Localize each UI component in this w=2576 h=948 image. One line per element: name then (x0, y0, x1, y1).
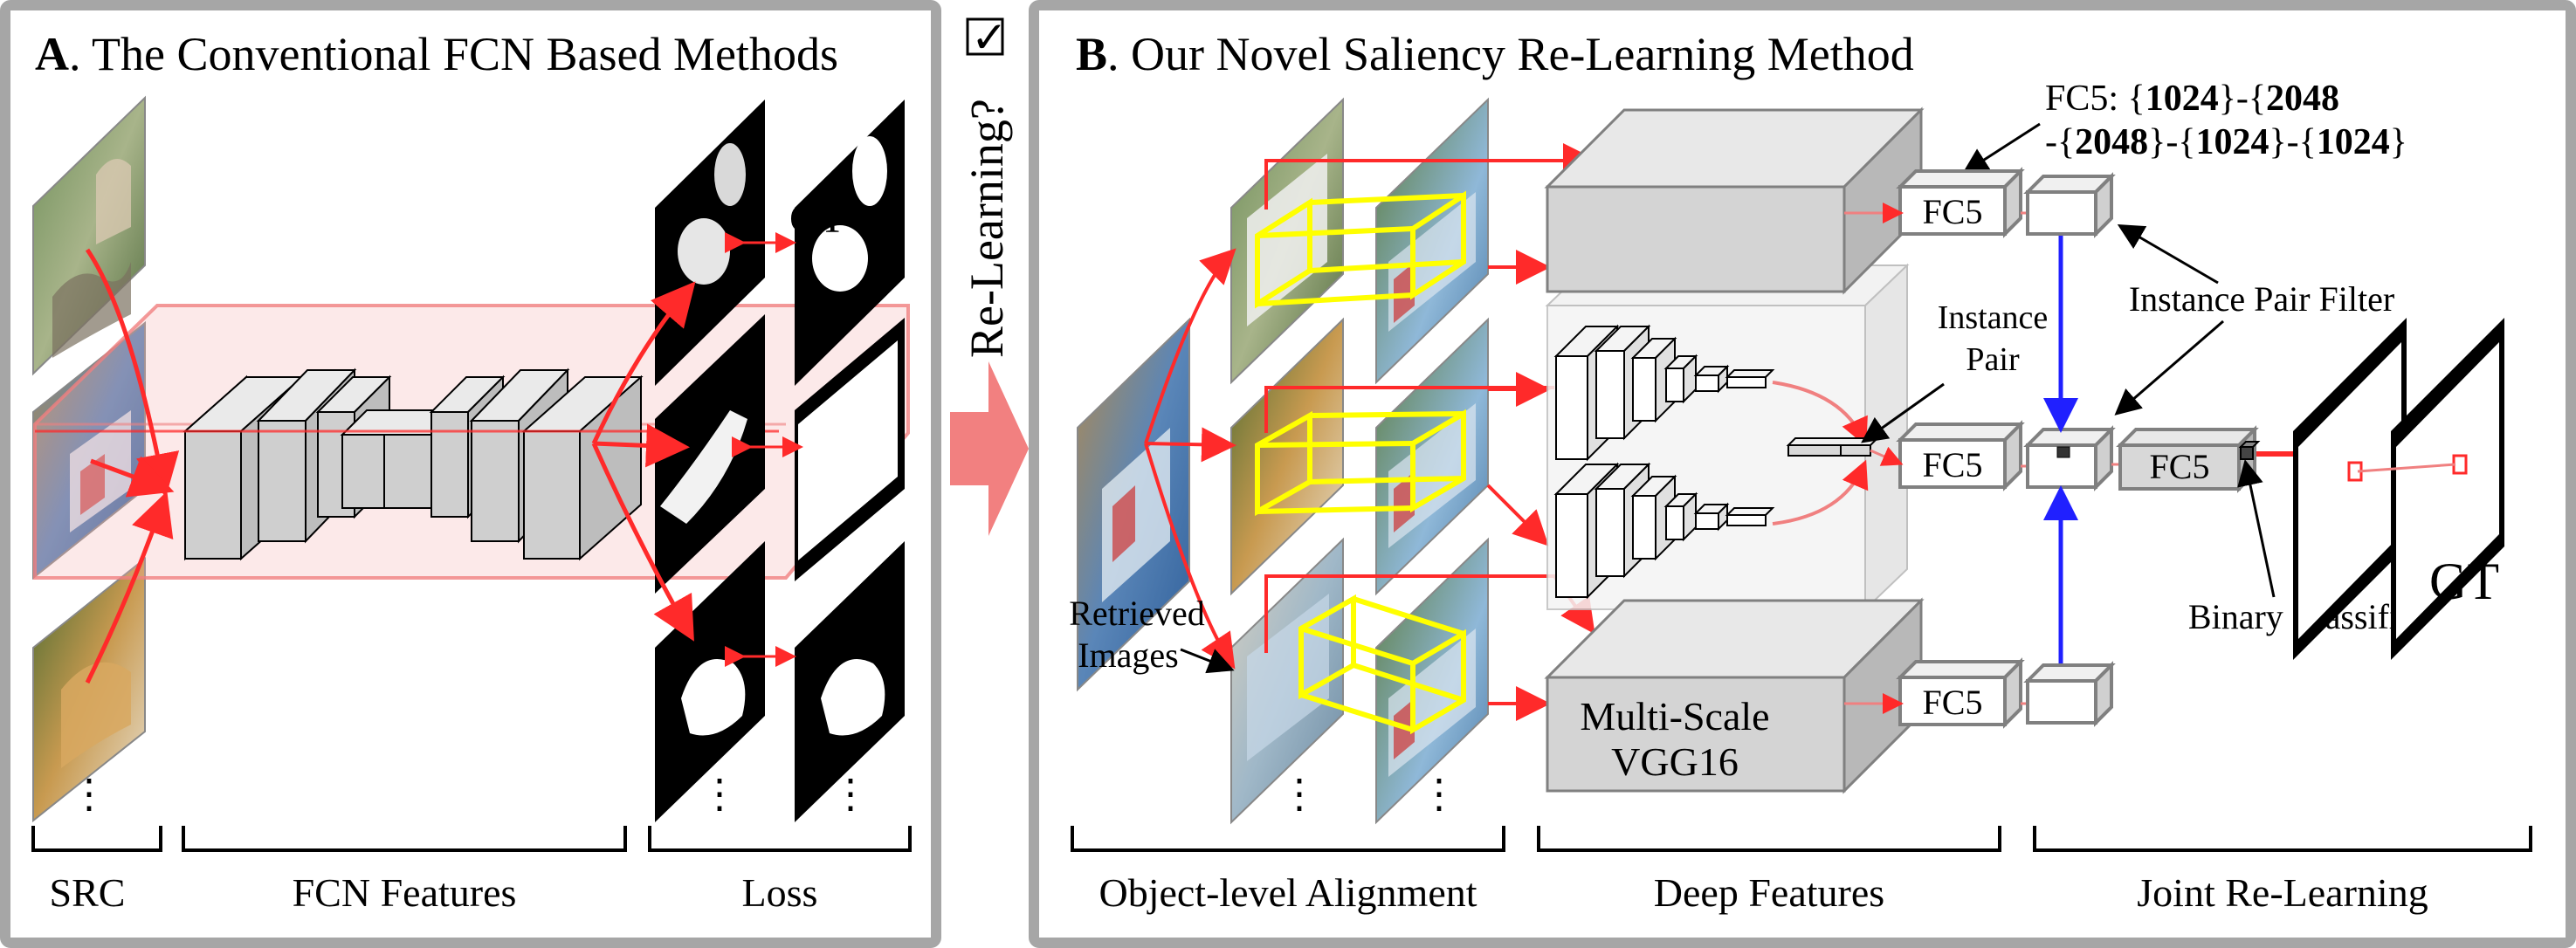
section-joint-relearning: Joint Re-Learning (2137, 870, 2428, 915)
retrieved-images-label-line-1: Retrieved (1069, 594, 1205, 633)
retrieved-images-label-line-2: Images (1078, 635, 1179, 675)
fc5-spec-line-1: FC5: {1024}-{2048 (2045, 79, 2339, 119)
fcn-network (183, 368, 644, 561)
aligned-ellipsis: ⋮ (1419, 772, 1459, 816)
section-object-level-alignment: Object-level Alignment (1099, 870, 1477, 915)
gt-map-3 (795, 541, 905, 822)
fc5-box-middle (1896, 420, 2025, 491)
pred-map-2 (655, 314, 765, 594)
cnn-stack-2 (1553, 462, 1775, 600)
vgg-label-line-1: Multi-Scale (1580, 694, 1769, 738)
filter-cube-top (2023, 172, 2116, 238)
instance-pair-pointer (1861, 382, 1945, 443)
features-to-fc5-arrows (1844, 203, 1904, 714)
src-image-3 (32, 556, 146, 823)
panel-b-title: B. Our Novel Saliency Re-Learning Method (1076, 28, 1914, 80)
section-src: SRC (50, 870, 126, 915)
fc5-label-classifier: FC5 (2150, 447, 2210, 486)
retrieved-image-1 (1230, 97, 1344, 385)
fcn-to-loss-arrows (591, 281, 696, 642)
fc5-label-middle: FC5 (1923, 445, 1983, 484)
loss-ellipsis-1: ⋮ (699, 772, 740, 816)
fc5-spec-pointer (1961, 122, 2041, 175)
relearning-question: Re-Learning? ✓ (961, 13, 1013, 358)
svg-text:Re-Learning?: Re-Learning? (961, 99, 1013, 358)
vgg-label-line-2: VGG16 (1611, 739, 1739, 784)
loss-ellipsis-2: ⋮ (830, 772, 871, 816)
instance-pair-vector (1786, 437, 1880, 457)
loss-pair-arrows (725, 232, 803, 667)
section-loss: Loss (742, 870, 818, 915)
instance-pair-filter-label: Instance Pair Filter (2129, 279, 2394, 319)
instance-pair-label-line-2: Pair (1966, 341, 2020, 378)
src-to-fcn-arrows (85, 248, 180, 684)
svg-text:✓: ✓ (971, 13, 1008, 62)
classifier-output-cube (2238, 441, 2261, 460)
fc5-box-top (1896, 167, 2025, 238)
filter-pointer-down (2114, 319, 2224, 416)
panel-a-brackets (31, 826, 912, 852)
cnn-stack-1 (1553, 324, 1775, 462)
section-fcn-features: FCN Features (293, 870, 517, 915)
gt-map-2 (795, 318, 905, 581)
gt-label-b: GT (2429, 553, 2499, 610)
gt-map-1 (795, 100, 905, 386)
alignment-boxes (1255, 190, 1466, 735)
filter-cube-bottom (2023, 661, 2116, 727)
panel-b-brackets (1071, 826, 2532, 852)
gt-output-map (2391, 318, 2504, 660)
gt-label-a: GT (789, 196, 845, 242)
retrieved-ellipsis: ⋮ (1279, 772, 1319, 816)
classifier-pointer (2237, 459, 2276, 598)
filter-pointer-up (2117, 223, 2219, 285)
big-transition-arrow (950, 361, 1029, 536)
fc5-to-filter-arrows (2021, 211, 2026, 705)
fc5-label-top: FC5 (1923, 192, 1983, 231)
fc5-box-bottom (1896, 657, 2025, 729)
src-image-1 (32, 95, 146, 376)
fc5-spec-line-2: -{2048}-{1024}-{1024} (2045, 122, 2407, 162)
pred-map-3 (655, 541, 765, 822)
query-arrows (1144, 248, 1236, 670)
src-ellipsis: ⋮ (69, 772, 109, 816)
retrieved-pointer (1180, 648, 1235, 674)
deep-feature-block-top (1544, 106, 1925, 295)
instance-pair-label-line-1: Instance (1938, 299, 2049, 336)
filter-cube-middle (2023, 425, 2116, 491)
fc5-label-bottom: FC5 (1923, 683, 1983, 722)
retrieved-red-frames (1264, 159, 1572, 653)
stack-to-pair-arrows (1772, 381, 1869, 526)
section-deep-features: Deep Features (1654, 870, 1884, 915)
output-pair-line (2357, 463, 2456, 473)
panel-a-title: A. The Conventional FCN Based Methods (35, 28, 838, 80)
